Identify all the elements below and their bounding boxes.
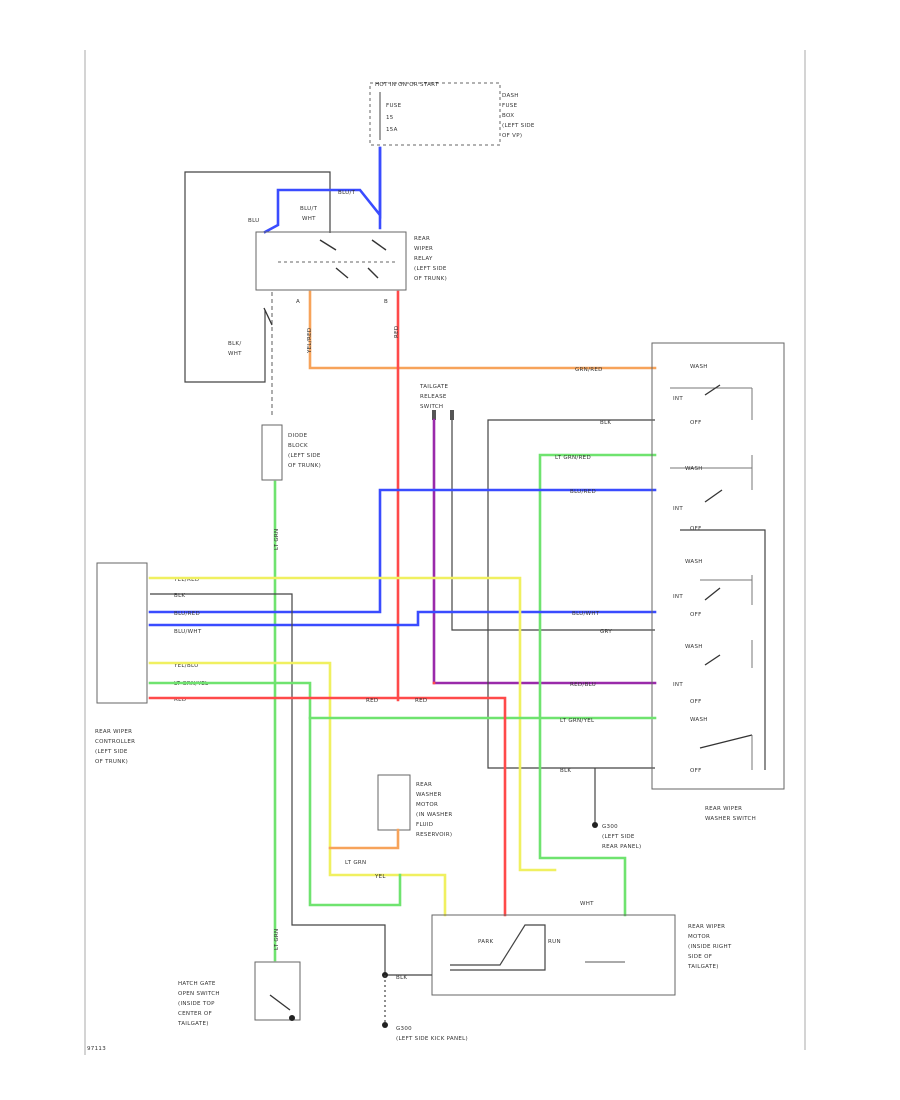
svg-text:BLK: BLK: [174, 593, 185, 599]
relay-pin-a: A: [296, 299, 300, 305]
svg-text:RUN: RUN: [548, 939, 561, 945]
wire-black-right: [487, 419, 655, 769]
svg-text:YEL: YEL: [374, 874, 386, 880]
wire-blu-wht: [148, 610, 657, 627]
svg-text:BLU/RED: BLU/RED: [570, 489, 596, 495]
svg-text:G300(LEFT SIDE KICK PANEL): G300(LEFT SIDE KICK PANEL): [396, 1026, 468, 1042]
svg-text:BLU/WHT: BLU/WHT: [572, 611, 600, 617]
svg-text:RED: RED: [174, 697, 186, 703]
wire-blu-red: [148, 488, 657, 614]
blk-label: BLK: [600, 420, 611, 426]
wire-yellow: [148, 576, 557, 872]
page-code: 97113: [87, 1046, 106, 1052]
svg-text:WASH: WASH: [685, 559, 703, 565]
svg-text:INT: INT: [673, 682, 683, 688]
svg-text:YEL/BLU: YEL/BLU: [173, 663, 198, 669]
svg-text:RED: RED: [366, 698, 378, 704]
svg-text:BLK: BLK: [396, 975, 407, 981]
svg-text:OFF: OFF: [690, 526, 702, 532]
wire-orange: [308, 290, 657, 370]
wire-ltgrn-red: [538, 453, 657, 917]
svg-text:OFF: OFF: [690, 699, 702, 705]
svg-text:OFF: OFF: [690, 768, 702, 774]
wire-yel-blu: [148, 661, 447, 917]
fuse-amp: 15A: [386, 127, 398, 133]
svg-text:WASH: WASH: [685, 466, 703, 472]
fuse-label: FUSE: [386, 103, 402, 109]
hot-label: HOT IN ON OR START: [375, 82, 439, 88]
svg-text:YEL/RED: YEL/RED: [173, 577, 199, 583]
svg-text:OFF: OFF: [690, 420, 702, 426]
svg-text:INT: INT: [673, 506, 683, 512]
svg-text:BLK: BLK: [560, 768, 571, 774]
svg-text:BLU/WHT: BLU/WHT: [174, 629, 202, 635]
svg-text:WASH: WASH: [685, 644, 703, 650]
wire-black-motor: [384, 935, 432, 976]
svg-text:BLU/RED: BLU/RED: [174, 611, 200, 617]
svg-text:LT GRN: LT GRN: [345, 860, 366, 866]
svg-text:INT: INT: [673, 396, 683, 402]
svg-text:OFF: OFF: [690, 612, 702, 618]
yel-red-vert-label: YEL/RED: [307, 328, 313, 354]
wire-orange-washer: [328, 828, 400, 850]
svg-text:LT GRN: LT GRN: [274, 529, 280, 550]
orange-label: GRN/RED: [575, 367, 603, 373]
wire-purple: [432, 418, 657, 685]
svg-text:LT GRN/RED: LT GRN/RED: [555, 455, 591, 461]
wire-black-ctrl: [150, 593, 386, 935]
black-loop: [184, 171, 331, 383]
red-vert-label: RED: [394, 326, 400, 338]
wire-ltgrn-yel: [148, 681, 402, 907]
wire-red-h: [148, 696, 507, 917]
blu-label: BLU: [248, 218, 260, 224]
wire-blue-top: [263, 146, 382, 234]
svg-text:WASH: WASH: [690, 364, 708, 370]
wire-gray-tail: [451, 420, 655, 631]
svg-text:WHT: WHT: [580, 901, 594, 907]
svg-text:PARK: PARK: [478, 939, 493, 945]
svg-text:LT GRN: LT GRN: [274, 929, 280, 950]
blu-wht-top-label: BLU/T: [338, 190, 356, 196]
svg-text:LT GRN/YEL: LT GRN/YEL: [560, 718, 595, 724]
svg-text:INT: INT: [673, 594, 683, 600]
svg-text:WASH: WASH: [690, 717, 708, 723]
svg-text:RED: RED: [415, 698, 427, 704]
rear-washer-switch: WASH INT OFF WASH INT OFF WASH INT OFF W…: [651, 342, 785, 790]
blk-wht-label: BLK/WHT: [228, 341, 242, 357]
fuse-number: 15: [386, 115, 394, 121]
svg-text:GRY: GRY: [600, 629, 612, 635]
svg-text:RED/BLU: RED/BLU: [570, 682, 596, 688]
relay-pin-b: B: [384, 299, 388, 305]
